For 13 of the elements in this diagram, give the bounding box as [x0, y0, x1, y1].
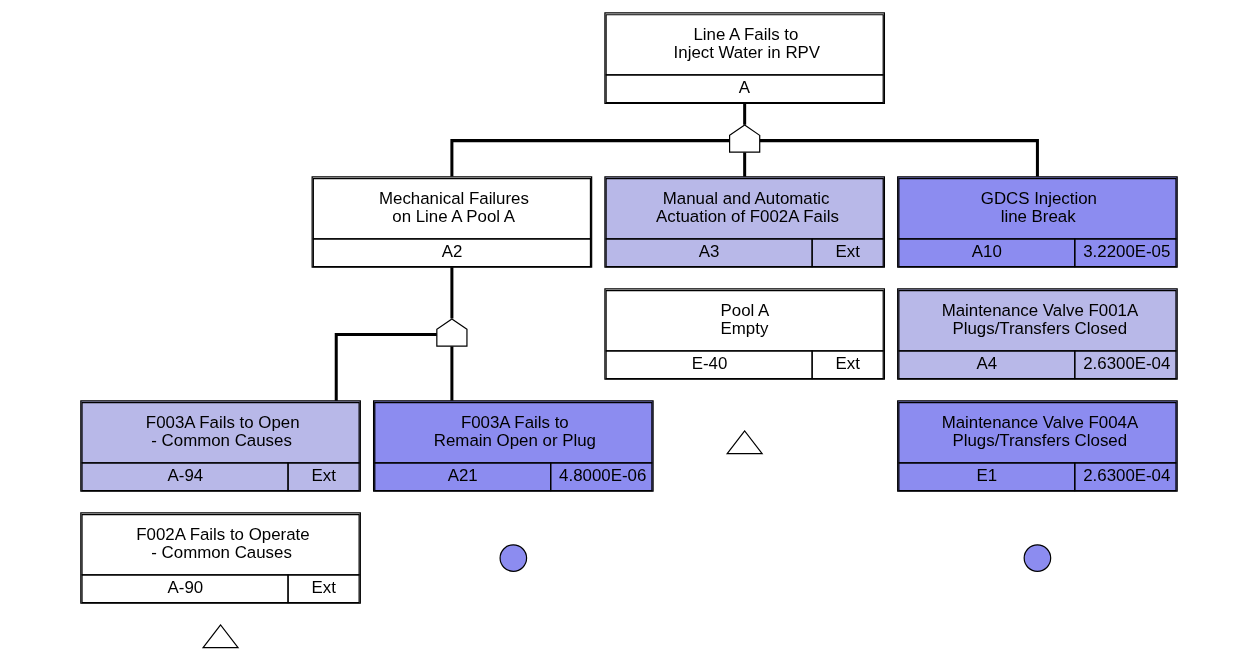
connector [449, 267, 453, 319]
node-gate [435, 318, 468, 347]
connector [449, 139, 729, 177]
node-triangle [725, 430, 763, 455]
node-circle [499, 544, 527, 572]
connector [334, 333, 437, 401]
node-triangle [201, 623, 239, 649]
connector [742, 152, 746, 177]
connector [759, 139, 1039, 177]
node-circle [1023, 544, 1051, 572]
connector [742, 103, 746, 125]
connector [449, 346, 453, 401]
node-gate [728, 124, 760, 153]
